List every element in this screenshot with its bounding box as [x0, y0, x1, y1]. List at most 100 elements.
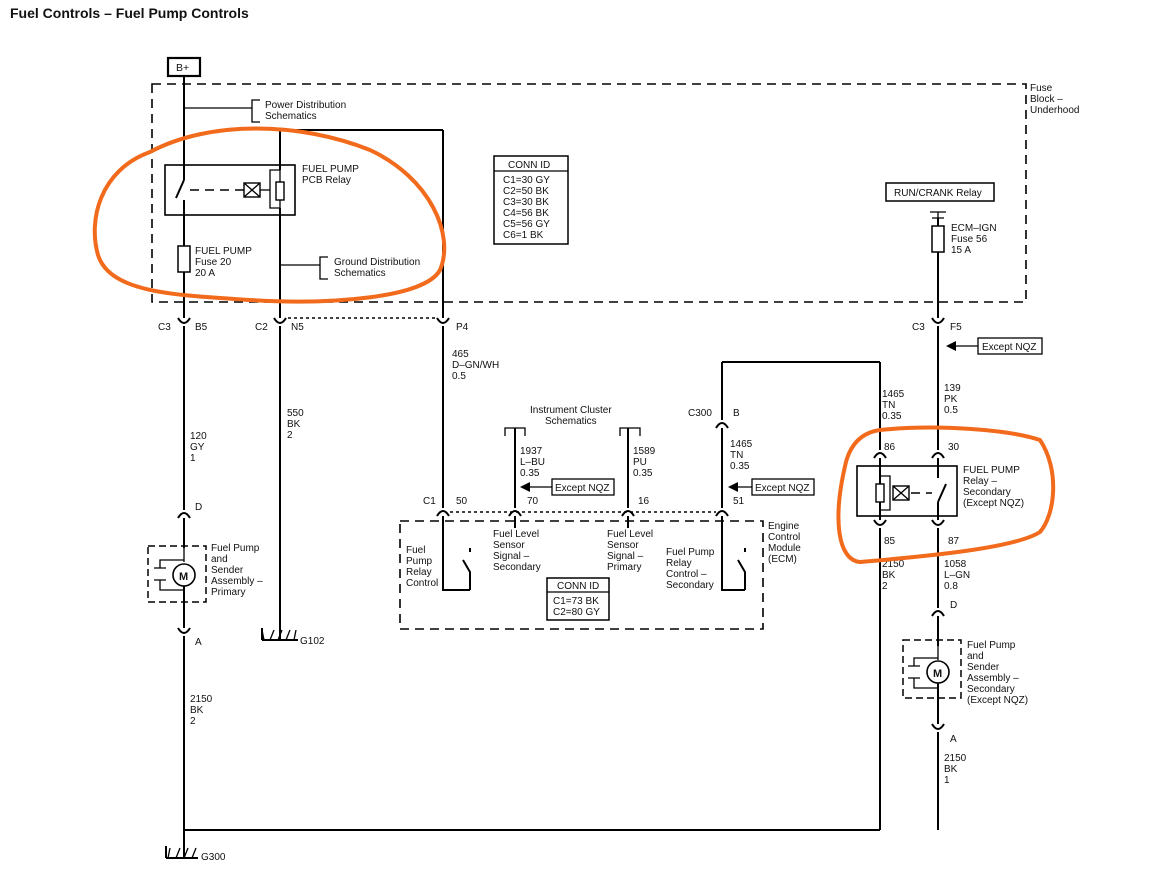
wire-label: 0.35	[633, 468, 653, 479]
wire-label: BK	[882, 570, 896, 581]
pump-secondary-label: Assembly –	[967, 673, 1019, 684]
wire-label: 550	[287, 408, 304, 419]
fuse20-label: 20 A	[195, 268, 215, 279]
wire-label: 1	[944, 775, 950, 786]
wire-label: 1	[190, 453, 196, 464]
conn-id-box	[493, 155, 569, 245]
fuse20-label: Fuse 20	[195, 257, 232, 268]
wire-label: 0.35	[730, 461, 750, 472]
sec-relay-label: Relay –	[963, 476, 997, 487]
pin-label: A	[195, 637, 202, 648]
pin-label: 87	[948, 536, 960, 547]
wire-label: L–BU	[520, 457, 545, 468]
arrow-icon	[520, 482, 530, 492]
wire-label: 2150	[882, 559, 905, 570]
pump-secondary-box	[902, 639, 962, 699]
highlight-annotation	[836, 425, 1056, 564]
wire-label: 0.35	[882, 411, 902, 422]
wire-label: 2150	[944, 753, 967, 764]
ic-schem-label: Schematics	[545, 416, 597, 427]
connector-label: B	[733, 408, 740, 419]
capacitor-icon	[154, 567, 166, 581]
relay-coil-icon	[892, 485, 910, 501]
wire-label: 120	[190, 431, 207, 442]
ground-icon	[165, 842, 198, 859]
fuse-icon	[177, 245, 191, 273]
pin-label: 50	[456, 496, 468, 507]
pump-primary-label: Sender	[211, 565, 244, 576]
conn-id-row: C5=56 GY	[503, 219, 550, 230]
wire-label: PK	[944, 394, 958, 405]
pcb-relay-label: PCB Relay	[302, 175, 351, 186]
wire-label: BK	[287, 419, 301, 430]
wire-label: BK	[944, 764, 958, 775]
wire-label: 2	[287, 430, 293, 441]
connector-label: F5	[950, 322, 962, 333]
motor-icon-glyph: M	[933, 668, 942, 680]
run-crank-label: RUN/CRANK Relay	[894, 188, 982, 199]
connector-label: B5	[195, 322, 208, 333]
pcb-relay-label: FUEL PUMP	[302, 164, 359, 175]
connector-icon	[930, 211, 946, 219]
pin-label: 30	[948, 442, 960, 453]
connector-label: C300	[688, 408, 712, 419]
ecm-pin-label: Pump	[406, 556, 433, 567]
fuse-block-label: Block –	[1030, 94, 1063, 105]
fuse-block-label: Fuse	[1030, 83, 1053, 94]
ecm-label: Module	[768, 543, 801, 554]
ecm-pin-label: Signal –	[607, 551, 644, 562]
conn-id-row: C4=56 BK	[503, 208, 549, 219]
wire-label: 1465	[730, 439, 753, 450]
ground-dist-label: Ground Distribution	[334, 257, 420, 268]
wire-label: 1058	[944, 559, 967, 570]
bplus-label: B+	[176, 62, 189, 74]
power-dist-label: Power Distribution	[265, 100, 346, 111]
ground-icon	[261, 622, 298, 641]
connector-label: C2	[255, 322, 268, 333]
connector-icon	[436, 510, 729, 517]
pump-primary-box	[147, 545, 207, 603]
except-nqz-label: Except NQZ	[755, 483, 809, 494]
wire-label: 1937	[520, 446, 543, 457]
wire-label: 0.35	[520, 468, 540, 479]
ecm-conn-id-row: C1=73 BK	[553, 596, 599, 607]
pin-label: 70	[527, 496, 539, 507]
pin-label: D	[195, 502, 202, 513]
arrow-icon	[946, 341, 956, 351]
power-dist-label: Schematics	[265, 111, 317, 122]
wire-label: 1465	[882, 389, 905, 400]
pcb-relay-box	[164, 164, 296, 216]
ecm-pin-label: Relay	[666, 558, 692, 569]
arrow-icon	[728, 482, 738, 492]
connector-icon	[715, 422, 729, 429]
ecm-ign-label: Fuse 56	[951, 234, 988, 245]
wire	[721, 516, 745, 591]
connector-icon	[931, 610, 945, 617]
ecm-ign-label: 15 A	[951, 245, 971, 256]
ecm-pin-label: Primary	[607, 562, 641, 573]
ecm-pin-label: Sensor	[493, 540, 525, 551]
ecm-label: (ECM)	[768, 554, 797, 565]
connector-icon	[177, 512, 191, 519]
wire-label: L–GN	[944, 570, 970, 581]
pin-label: 51	[733, 496, 745, 507]
sec-relay-label: Secondary	[963, 487, 1011, 498]
ecm-pin-label: Fuel	[406, 545, 425, 556]
connector-icon	[931, 723, 945, 730]
fuse20-label: FUEL PUMP	[195, 246, 252, 257]
connector-icon	[177, 627, 191, 634]
connector-label: C3	[912, 322, 925, 333]
motor-icon-glyph: M	[179, 571, 188, 583]
conn-id-row: C6=1 BK	[503, 230, 544, 241]
connector-label: N5	[291, 322, 304, 333]
ecm-pin-label: Fuel Pump	[666, 547, 715, 558]
bracket	[251, 99, 260, 123]
connector-label: P4	[456, 322, 469, 333]
pump-primary-label: Fuel Pump	[211, 543, 260, 554]
except-nqz-label: Except NQZ	[555, 483, 609, 494]
pump-secondary-label: Sender	[967, 662, 1000, 673]
conn-id-title: CONN ID	[508, 160, 550, 171]
wire-label: 139	[944, 383, 961, 394]
run-crank-relay-box	[885, 182, 995, 202]
